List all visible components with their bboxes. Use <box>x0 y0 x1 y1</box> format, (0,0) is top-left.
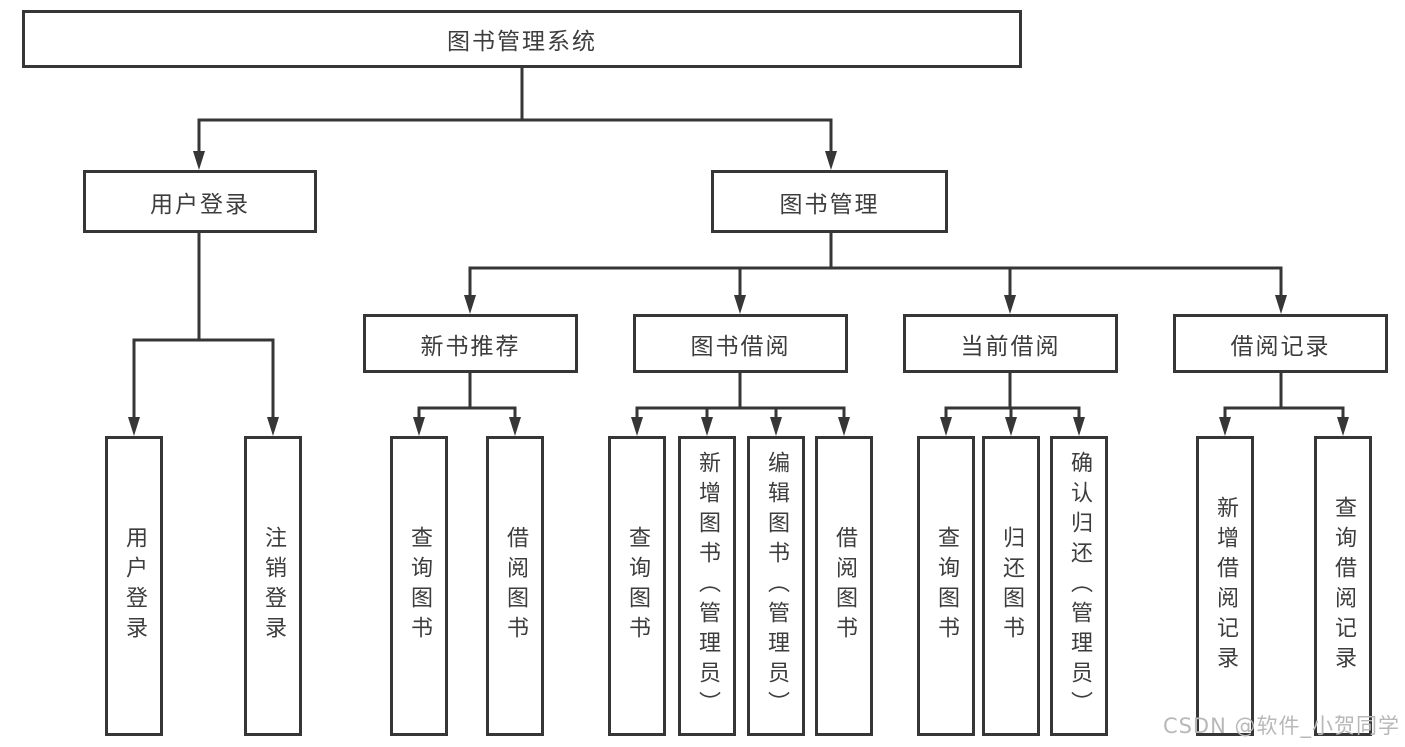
node-borrowing-records-label: 借阅记录 <box>1230 333 1331 360</box>
node-user-login: 用户登录 <box>83 170 317 233</box>
leaf-query-books-borrowing: 查询图书 <box>608 436 666 736</box>
leaf-return-books: 归还图书 <box>982 436 1040 736</box>
connector-root-to-level2 <box>193 68 837 170</box>
leaf-borrow-books-recommend: 借阅图书 <box>486 436 544 736</box>
connector-book-management-to-level3 <box>464 233 1287 314</box>
leaf-add-books-admin: 新增图书（管理员） <box>678 436 736 736</box>
leaf-borrow-books-label: 借阅图书 <box>832 526 857 646</box>
leaf-borrow-books: 借阅图书 <box>815 436 873 736</box>
node-new-book-recommendation-label: 新书推荐 <box>420 333 521 360</box>
connector-book-borrowing-to-leaves <box>631 373 850 436</box>
leaf-query-borrow-record-label: 查询借阅记录 <box>1331 496 1356 676</box>
leaf-query-books-current-label: 查询图书 <box>934 526 959 646</box>
node-library-system: 图书管理系统 <box>22 10 1022 68</box>
node-library-system-label: 图书管理系统 <box>447 29 597 55</box>
leaf-edit-books-admin-label: 编辑图书（管理员） <box>764 451 789 721</box>
leaf-borrow-books-recommend-label: 借阅图书 <box>503 526 528 646</box>
node-new-book-recommendation: 新书推荐 <box>363 314 578 373</box>
node-borrowing-records: 借阅记录 <box>1173 314 1388 373</box>
connector-borrowing-records-to-leaves <box>1219 373 1349 436</box>
leaf-query-books-recommend-label: 查询图书 <box>407 526 432 646</box>
leaf-confirm-return-admin: 确认归还（管理员） <box>1050 436 1108 736</box>
leaf-add-borrow-record: 新增借阅记录 <box>1196 436 1254 736</box>
node-book-borrowing: 图书借阅 <box>633 314 848 373</box>
node-book-management: 图书管理 <box>711 170 948 233</box>
node-current-borrowing-label: 当前借阅 <box>960 333 1061 360</box>
leaf-query-borrow-record: 查询借阅记录 <box>1314 436 1372 736</box>
node-book-management-label: 图书管理 <box>779 191 880 218</box>
connector-user-login-to-leaves <box>128 233 279 436</box>
connector-current-borrowing-to-leaves <box>940 373 1085 436</box>
leaf-user-login: 用户登录 <box>105 436 163 736</box>
node-user-login-label: 用户登录 <box>150 191 250 218</box>
leaf-logout: 注销登录 <box>244 436 302 736</box>
leaf-query-books-borrowing-label: 查询图书 <box>625 526 650 646</box>
leaf-confirm-return-admin-label: 确认归还（管理员） <box>1067 451 1092 721</box>
leaf-user-login-label: 用户登录 <box>122 526 147 646</box>
leaf-add-borrow-record-label: 新增借阅记录 <box>1213 496 1238 676</box>
leaf-logout-label: 注销登录 <box>261 526 286 646</box>
leaf-edit-books-admin: 编辑图书（管理员） <box>747 436 805 736</box>
leaf-return-books-label: 归还图书 <box>999 526 1024 646</box>
leaf-query-books-recommend: 查询图书 <box>390 436 448 736</box>
connector-new-book-to-leaves <box>413 373 521 436</box>
leaf-query-books-current: 查询图书 <box>917 436 975 736</box>
leaf-add-books-admin-label: 新增图书（管理员） <box>695 451 720 721</box>
node-current-borrowing: 当前借阅 <box>903 314 1118 373</box>
node-book-borrowing-label: 图书借阅 <box>690 333 791 360</box>
